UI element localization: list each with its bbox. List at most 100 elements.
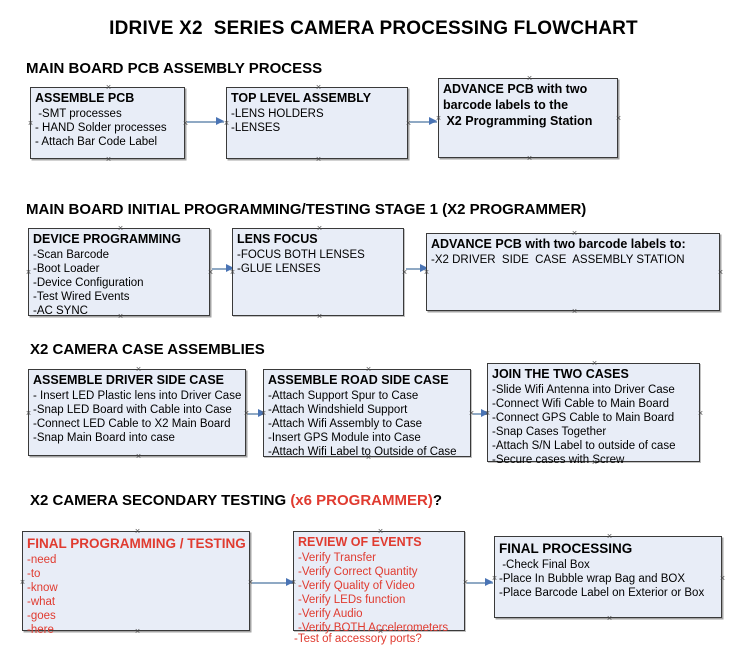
node-header: LENS FOCUS (237, 232, 318, 246)
arrow-road-case-to-join-cases (473, 409, 489, 418)
arrow-assemble-pcb-to-top-level (187, 117, 224, 126)
node-join-the-two-cases[interactable]: JOIN THE TWO CASES -Slide Wifi Antenna i… (487, 360, 700, 466)
node-line: -Scan Barcode (33, 249, 110, 261)
connector-handle-left[interactable] (27, 120, 34, 127)
node-line: -Attach Windshield Support (268, 404, 408, 416)
arrow-review-of-events-to-final-processing (467, 578, 493, 587)
node-line: -Connect LED Cable to X2 Main Board (33, 418, 231, 430)
arrow-device-programming-to-lens-focus (212, 264, 234, 273)
node-header: REVIEW OF EVENTS (298, 535, 422, 549)
connector-handle-top[interactable] (316, 225, 323, 232)
node-line: -Verify BOTH Accelerometers (298, 622, 449, 634)
connector-handle-bottom[interactable] (316, 313, 323, 320)
section-heading-question-mark: ? (432, 492, 442, 509)
section-heading-camera-case-assemblies: X2 CAMERA CASE ASSEMBLIES (30, 341, 265, 358)
connector-handle-bottom[interactable] (571, 308, 578, 315)
arrow-shaft (467, 582, 493, 584)
connector-handle-right[interactable] (719, 575, 726, 582)
node-line: -Attach S/N Label to outside of case (492, 440, 676, 452)
connector-handle-left[interactable] (19, 579, 26, 586)
node-assemble-driver-side-case[interactable]: ASSEMBLE DRIVER SIDE CASE - Insert LED P… (28, 369, 246, 456)
node-review-of-events[interactable]: REVIEW OF EVENTS -Verify Transfer -Verif… (293, 528, 465, 634)
connector-handle-left[interactable] (223, 120, 230, 127)
connector-handle-top[interactable] (591, 360, 598, 367)
node-line: -LENSES (231, 122, 281, 134)
node-header: ADVANCE PCB with two barcode labels to: (431, 237, 686, 251)
node-line: -Verify Audio (298, 608, 363, 620)
node-line: -FOCUS BOTH LENSES (237, 249, 365, 261)
node-line: -X2 DRIVER SIDE CASE ASSEMBLY STATION (431, 254, 685, 266)
node-final-processing[interactable]: FINAL PROCESSING -Check Final Box -Place… (494, 536, 722, 618)
node-line: -Connect Wifi Cable to Main Board (492, 398, 670, 410)
arrow-head (429, 117, 437, 125)
arrow-head (286, 578, 294, 586)
arrow-shaft (406, 268, 428, 270)
node-line: -goes (27, 610, 56, 622)
connector-handle-top[interactable] (117, 225, 124, 232)
node-advance-pcb-programming-station[interactable]: ADVANCE PCB with two barcode labels to t… (438, 78, 618, 158)
page-title: IDRIVE X2 SERIES CAMERA PROCESSING FLOWC… (109, 18, 638, 39)
connector-handle-right[interactable] (697, 410, 704, 417)
node-line: -Verify Correct Quantity (298, 566, 418, 578)
node-line: -need (27, 554, 57, 566)
node-line: -Snap LED Board with Cable into Case (33, 404, 232, 416)
connector-handle-top[interactable] (105, 84, 112, 91)
node-line: -to (27, 568, 41, 580)
node-line: -Verify Transfer (298, 552, 376, 564)
connector-handle-top[interactable] (315, 84, 322, 91)
node-header: TOP LEVEL ASSEMBLY (231, 91, 372, 105)
node-line: -Check Final Box (499, 559, 590, 571)
node-line: -here (27, 624, 54, 636)
connector-handle-bottom[interactable] (135, 453, 142, 460)
node-line: -GLUE LENSES (237, 263, 321, 275)
arrow-final-programming-to-review-of-events (252, 578, 294, 587)
connector-handle-top[interactable] (134, 528, 141, 535)
connector-handle-top[interactable] (365, 366, 372, 373)
node-device-programming[interactable]: DEVICE PROGRAMMING -Scan Barcode -Boot L… (25, 225, 210, 317)
connector-handle-bottom[interactable] (105, 156, 112, 163)
connector-handle-top[interactable] (377, 528, 384, 535)
node-line: -know (27, 582, 58, 594)
node-line: -Insert GPS Module into Case (268, 432, 421, 444)
connector-handle-bottom[interactable] (526, 155, 533, 162)
arrow-driver-case-to-road-case (248, 409, 266, 418)
node-lens-focus[interactable]: LENS FOCUS -FOCUS BOTH LENSES -GLUE LENS… (232, 228, 404, 316)
node-final-programming-testing[interactable]: FINAL PROGRAMMING / TESTING -need -to -k… (19, 528, 250, 636)
node-line: -Verify LEDs function (298, 594, 406, 606)
connector-handle-top[interactable] (571, 230, 578, 237)
section-heading-main-board-pcb-assembly: MAIN BOARD PCB ASSEMBLY PROCESS (26, 60, 323, 77)
arrow-head (226, 264, 234, 272)
arrow-head (481, 409, 489, 417)
arrow-shaft (187, 121, 224, 123)
node-assemble-road-side-case[interactable]: ASSEMBLE ROAD SIDE CASE -Attach Support … (263, 366, 471, 458)
arrow-shaft (212, 268, 234, 270)
node-header: ASSEMBLE ROAD SIDE CASE (268, 373, 449, 387)
connector-handle-right[interactable] (615, 115, 622, 122)
node-line: -Verify Quality of Video (298, 580, 415, 592)
node-assemble-pcb[interactable]: ASSEMBLE PCB -SMT processes - HAND Solde… (30, 87, 185, 159)
node-line: -Place Barcode Label on Exterior or Box (499, 587, 705, 599)
node-line: - HAND Solder processes (35, 122, 167, 134)
node-advance-pcb-driver-side-case[interactable]: ADVANCE PCB with two barcode labels to: … (426, 233, 720, 311)
node-line: - Attach Bar Code Label (35, 136, 158, 148)
section-heading-red-part: (x6 PROGRAMMER) (290, 492, 433, 509)
connector-handle-left[interactable] (25, 269, 32, 276)
connector-handle-left[interactable] (25, 410, 32, 417)
node-line: -Attach Wifi Label to Outside of Case (268, 446, 457, 458)
connector-handle-top[interactable] (526, 75, 533, 82)
connector-handle-bottom[interactable] (315, 156, 322, 163)
section-heading-secondary-testing: X2 CAMERA SECONDARY TESTING (x6 PROGRAMM… (30, 492, 442, 509)
node-header-line3: X2 Programming Station (443, 114, 593, 128)
arrow-shaft (248, 413, 266, 415)
node-line: -Slide Wifi Antenna into Driver Case (492, 384, 675, 396)
node-review-of-events-overflow-line: -Test of accessory ports? (294, 633, 422, 645)
connector-handle-right[interactable] (717, 269, 724, 276)
connector-handle-bottom[interactable] (606, 615, 613, 622)
node-top-level-assembly[interactable]: TOP LEVEL ASSEMBLY -LENS HOLDERS -LENSES (226, 87, 408, 159)
node-line: -Place In Bubble wrap Bag and BOX (499, 573, 686, 585)
connector-handle-top[interactable] (606, 533, 613, 540)
connector-handle-top[interactable] (135, 366, 142, 373)
arrow-shaft (410, 121, 437, 123)
arrow-head (216, 117, 224, 125)
